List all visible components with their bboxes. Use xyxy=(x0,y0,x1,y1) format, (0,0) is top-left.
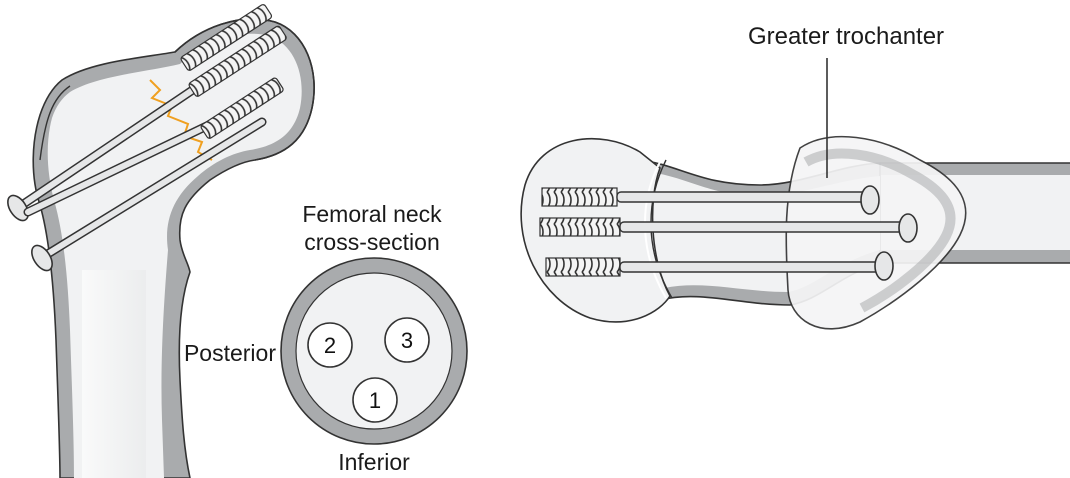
screw-inferior-ap xyxy=(31,77,284,272)
posterior-label: Posterior xyxy=(184,340,276,366)
neck-cross-section: Femoral neck cross-section 2 3 1 Posteri… xyxy=(184,201,468,475)
proximal-femur-lateral-view: Greater trochanter xyxy=(520,23,1070,330)
screw-position-2 xyxy=(307,322,353,368)
neck-medulla xyxy=(295,272,453,430)
neck-title-line1: Femoral neck xyxy=(302,201,442,227)
greater-trochanter-label: Greater trochanter xyxy=(748,23,944,50)
screw-number-1: 1 xyxy=(369,388,381,413)
femoral-head-outline xyxy=(174,18,315,161)
fracture-line xyxy=(149,79,213,161)
screw-number-2: 2 xyxy=(324,333,336,358)
screw-position-3 xyxy=(384,317,430,363)
screw-superior-ap xyxy=(7,4,273,222)
proximal-femur-ap-view xyxy=(7,4,315,478)
inferior-label: Inferior xyxy=(338,449,410,475)
screw-lateral-bottom xyxy=(545,251,894,281)
screw-lateral-top xyxy=(541,185,880,215)
screw-lateral-mid xyxy=(539,213,918,243)
screw-number-3: 3 xyxy=(401,328,413,353)
neck-title-line2: cross-section xyxy=(304,229,439,255)
screw-position-1 xyxy=(352,377,398,423)
